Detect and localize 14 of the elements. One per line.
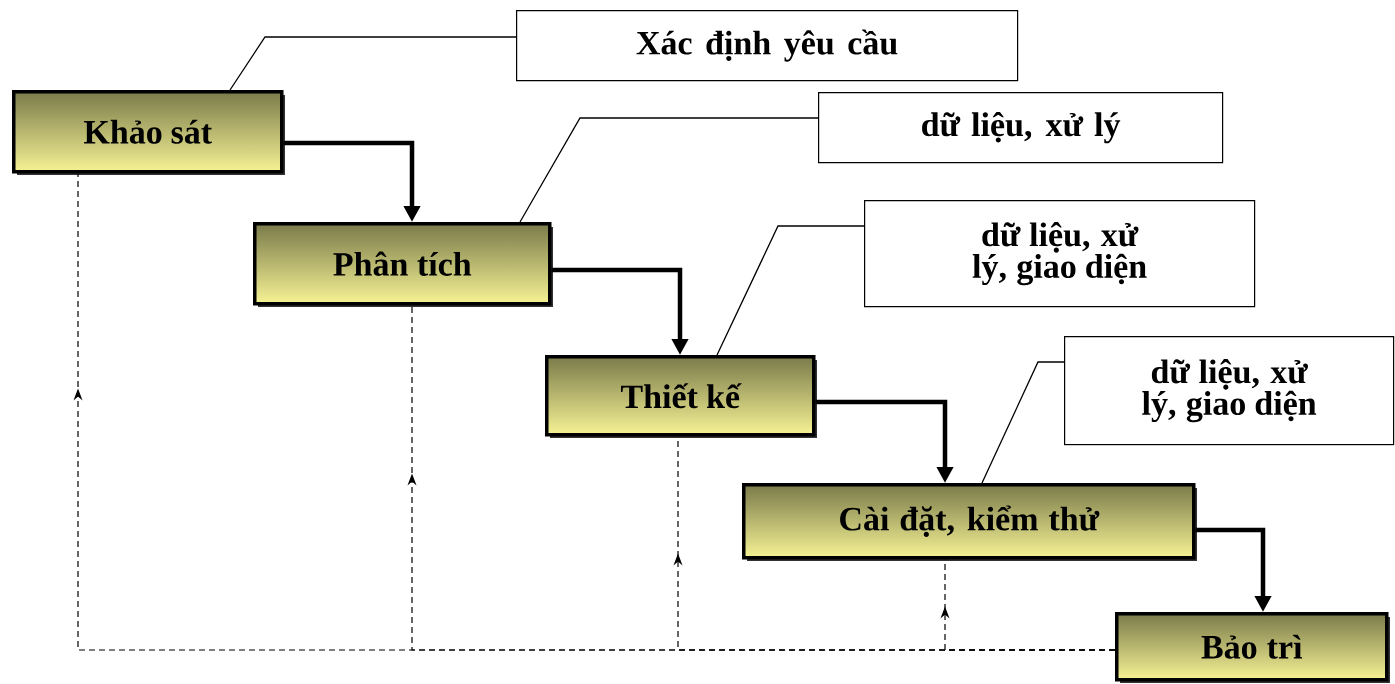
leader-line: [519, 117, 819, 223]
callout-box: dữ liệu, xử lý: [818, 92, 1224, 164]
process-box: Bảo trì: [1115, 612, 1390, 683]
process-box: Cài đặt, kiểm thử: [742, 483, 1197, 561]
callout-box: Xác định yêu cầu: [516, 10, 1019, 82]
process-box: Phân tích: [253, 222, 553, 307]
callout-box: dữ liệu, xử lý, giao diện: [1064, 336, 1395, 446]
leader-line: [229, 36, 517, 91]
leader-line: [716, 225, 865, 356]
process-box: Khảo sát: [12, 90, 285, 175]
process-box: Thiết kế: [545, 355, 817, 438]
feedback-arrow: [940, 558, 1116, 651]
leader-line: [981, 361, 1065, 484]
callout-box: dữ liệu, xử lý, giao diện: [864, 200, 1256, 308]
